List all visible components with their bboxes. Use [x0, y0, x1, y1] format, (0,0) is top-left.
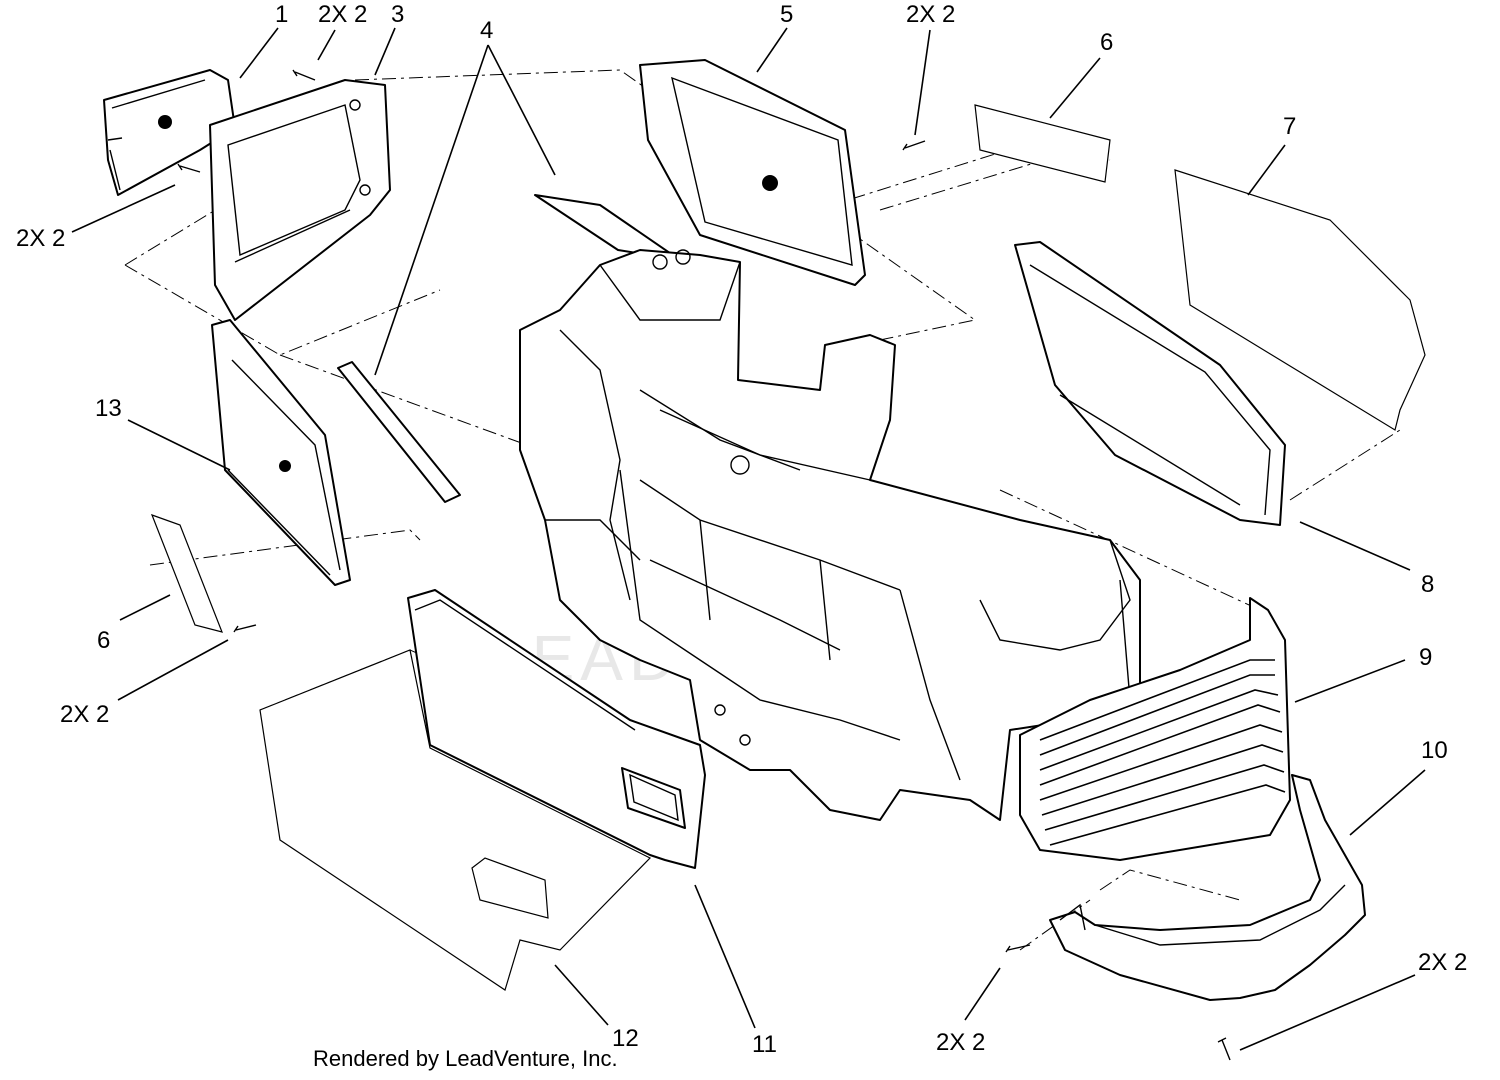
label-6-bottom: 6 [97, 627, 110, 654]
label-7: 7 [1283, 113, 1296, 140]
part-12-decal [259, 649, 652, 991]
part-3-dash-panel [209, 79, 391, 321]
part-4-foam-strips [337, 194, 681, 503]
part-10-bumper [1049, 774, 1366, 1001]
part-5-top-panel [639, 59, 866, 286]
label-1: 1 [275, 1, 288, 28]
label-9: 9 [1419, 644, 1432, 671]
part-11-lower-panel [407, 589, 706, 869]
label-8: 8 [1421, 571, 1434, 598]
label-5: 5 [780, 1, 793, 28]
label-11: 11 [752, 1031, 777, 1058]
label-2x2-d: 2X 2 [60, 701, 109, 728]
label-10: 10 [1421, 737, 1448, 764]
label-2x2-c: 2X 2 [16, 225, 65, 252]
part-6-decal-top [974, 104, 1111, 183]
label-2x2-f: 2X 2 [936, 1029, 985, 1056]
part-7-decal-right [1174, 169, 1426, 431]
label-3: 3 [391, 1, 404, 28]
label-4: 4 [480, 17, 493, 44]
label-6-top: 6 [1100, 29, 1113, 56]
label-2x2-a: 2X 2 [318, 1, 367, 28]
part-6-decal-bottom [150, 513, 223, 633]
render-credit: Rendered by LeadVenture, Inc. [313, 1046, 618, 1071]
label-2x2-b: 2X 2 [906, 1, 955, 28]
callout-labels: 1 2X 2 3 4 5 2X 2 6 7 2X 2 13 8 9 6 2X 2… [16, 1, 1467, 1058]
leader-lines [71, 27, 1426, 1051]
label-12: 12 [612, 1025, 639, 1052]
screw-icons [177, 69, 1231, 1061]
label-2x2-e: 2X 2 [1418, 949, 1467, 976]
label-13: 13 [95, 395, 122, 422]
part-13-left-panel [211, 319, 351, 586]
part-8-right-panel [1014, 241, 1286, 526]
part-9-grille [1019, 597, 1291, 861]
